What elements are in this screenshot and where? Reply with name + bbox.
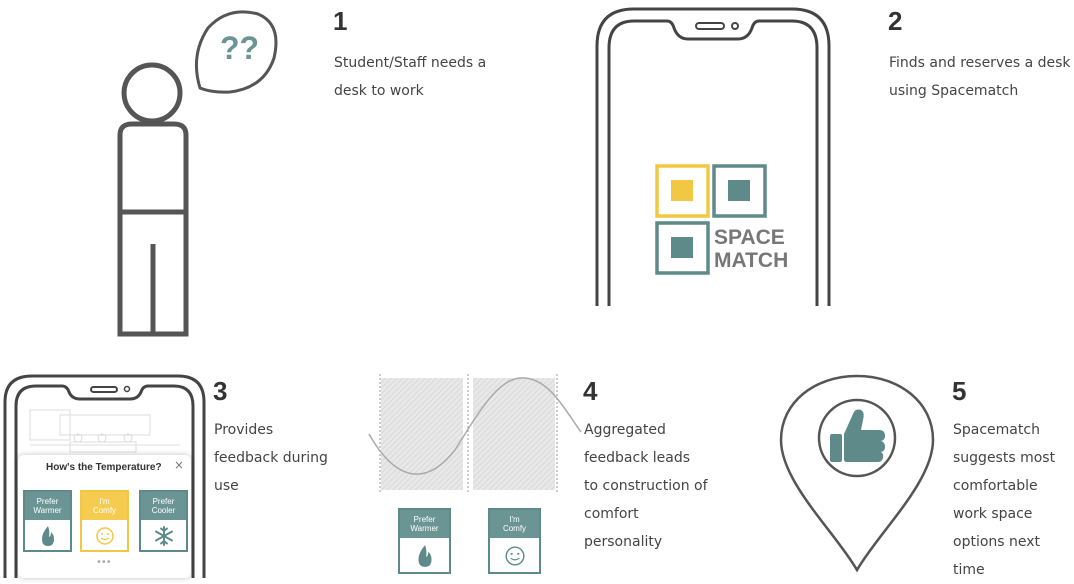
phone-outline bbox=[595, 7, 831, 306]
card-label: Prefer Warmer bbox=[400, 510, 449, 538]
thumbs-up-icon bbox=[830, 409, 885, 462]
feedback-phone-outline bbox=[3, 374, 206, 578]
step-2-number: 2 bbox=[888, 6, 903, 36]
option-label: Prefer Warmer bbox=[25, 492, 70, 520]
option-label: I'm Comfy bbox=[82, 492, 127, 520]
step-5-number: 5 bbox=[952, 376, 967, 406]
option-prefer-cooler[interactable]: Prefer Cooler bbox=[139, 490, 188, 552]
step-3-number: 3 bbox=[213, 376, 228, 406]
popup-pager[interactable]: ••• bbox=[96, 557, 112, 568]
step-3-text: Provides feedback during use bbox=[214, 422, 328, 494]
logo-line-2: MATCH bbox=[714, 249, 789, 272]
step-4-number: 4 bbox=[583, 376, 598, 406]
option-prefer-warmer[interactable]: Prefer Warmer bbox=[23, 490, 72, 552]
logo-line-1: SPACE bbox=[714, 226, 785, 249]
popup-title: How's the Temperature? bbox=[46, 462, 162, 473]
person-illustration bbox=[117, 10, 278, 337]
popup-close-icon[interactable]: × bbox=[174, 458, 185, 472]
card-label: I'm Comfy bbox=[490, 510, 539, 538]
spacematch-logo-tiles bbox=[655, 164, 767, 275]
comfort-curve-graphic bbox=[368, 374, 582, 494]
smiley-icon bbox=[96, 527, 114, 545]
step-2-text: Finds and reserves a desk using Spacemat… bbox=[889, 55, 1071, 99]
flame-icon bbox=[418, 545, 432, 567]
aggregate-card-im-comfy: I'm Comfy bbox=[488, 508, 541, 574]
step-1-number: 1 bbox=[333, 6, 348, 36]
smiley-icon bbox=[505, 546, 525, 566]
spacematch-logo-text: SPACE MATCH bbox=[714, 226, 788, 272]
flame-icon bbox=[42, 526, 54, 546]
speech-bubble-text: ?? bbox=[220, 30, 260, 66]
option-im-comfy[interactable]: I'm Comfy bbox=[80, 490, 129, 552]
step-4-text: Aggregated feedback leads to constructio… bbox=[584, 422, 708, 550]
location-pin-graphic bbox=[779, 374, 935, 573]
snowflake-icon bbox=[155, 526, 173, 546]
aggregate-card-prefer-warmer: Prefer Warmer bbox=[398, 508, 451, 574]
step-5-text: Spacematch suggests most comfortable wor… bbox=[953, 422, 1056, 578]
step-1-text: Student/Staff needs a desk to work bbox=[334, 55, 487, 99]
option-label: Prefer Cooler bbox=[141, 492, 186, 520]
